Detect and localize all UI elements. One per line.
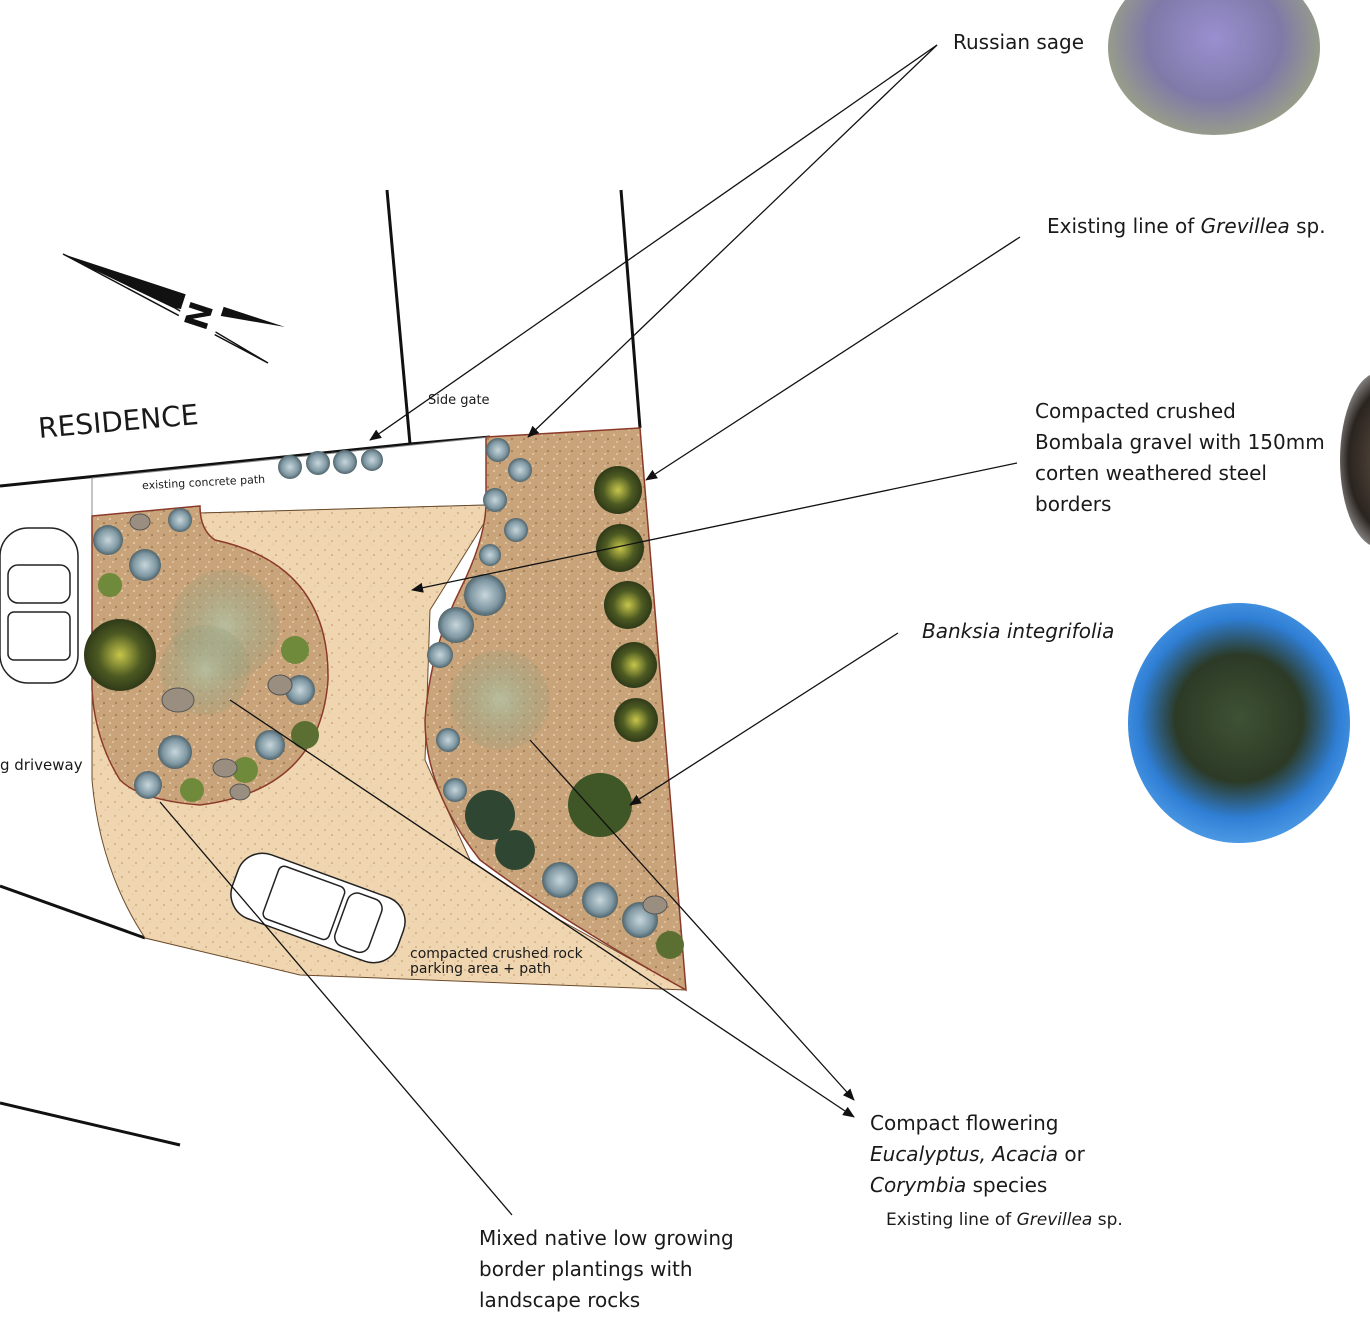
- russian-sage-label: Russian sage: [953, 30, 1085, 54]
- eucalyptus-line-3-italic: Corymbia: [870, 1173, 967, 1197]
- plants-left-bed: [84, 508, 319, 802]
- side-gate-label: Side gate: [428, 393, 490, 408]
- grevillea-top-italic: Grevillea: [1200, 214, 1290, 238]
- eucalyptus-line-2-rest: or: [1058, 1142, 1085, 1166]
- gravel-line-4: borders: [1035, 492, 1112, 516]
- gravel-label: Compacted crushed Bombala gravel with 15…: [1035, 396, 1325, 520]
- plants-path-edge: [278, 449, 383, 479]
- boundary-lines: [0, 189, 642, 1147]
- grevillea-label-bottom: Existing line of Grevillea sp.: [886, 1210, 1123, 1230]
- car-parked-right: [230, 852, 406, 964]
- grevillea-top-prefix: Existing line of: [1047, 214, 1201, 238]
- gravel-line-2: Bombala gravel with 150mm: [1035, 430, 1325, 454]
- grevillea-label-top: Existing line of Grevillea sp.: [1047, 211, 1326, 242]
- grevillea-bottom-prefix: Existing line of: [886, 1210, 1017, 1230]
- car-parked-left: [0, 527, 79, 684]
- russian-sage-photo: [1108, 0, 1320, 135]
- border-line-1: Mixed native low growing: [479, 1226, 734, 1250]
- parking-label-line2: parking area + path: [410, 961, 552, 977]
- eucalyptus-line-2: Eucalyptus, Acacia or: [870, 1139, 1085, 1170]
- gravel-line-3: corten weathered steel: [1035, 461, 1267, 485]
- border-line-2: border plantings with: [479, 1257, 693, 1281]
- driveway-label: g driveway: [0, 756, 83, 774]
- banksia-tree-photo: [1128, 603, 1350, 843]
- leader-lines: [159, 44, 1021, 1216]
- border-line-3: landscape rocks: [479, 1288, 641, 1312]
- plants-right-bed: [427, 438, 684, 959]
- gravel-line-1: Compacted crushed: [1035, 399, 1236, 423]
- parking-label-line1: compacted crushed rock: [410, 946, 583, 962]
- north-arrow-icon: [62, 253, 285, 364]
- eucalyptus-line-3: Corymbia species: [870, 1170, 1085, 1201]
- border-plantings-label: Mixed native low growing border planting…: [479, 1223, 734, 1316]
- banksia-label: Banksia integrifolia: [922, 616, 1114, 647]
- grevillea-bottom-italic: Grevillea: [1016, 1210, 1093, 1230]
- eucalyptus-label: Compact flowering Eucalyptus, Acacia or …: [870, 1108, 1085, 1201]
- eucalyptus-line-1: Compact flowering: [870, 1111, 1059, 1135]
- eucalyptus-line-2-italic: Eucalyptus, Acacia: [870, 1142, 1059, 1166]
- eucalyptus-line-3-rest: species: [966, 1173, 1048, 1197]
- grevillea-top-suffix: sp.: [1289, 214, 1326, 238]
- banksia-italic: Banksia integrifolia: [922, 619, 1115, 643]
- grevillea-bottom-suffix: sp.: [1092, 1210, 1123, 1230]
